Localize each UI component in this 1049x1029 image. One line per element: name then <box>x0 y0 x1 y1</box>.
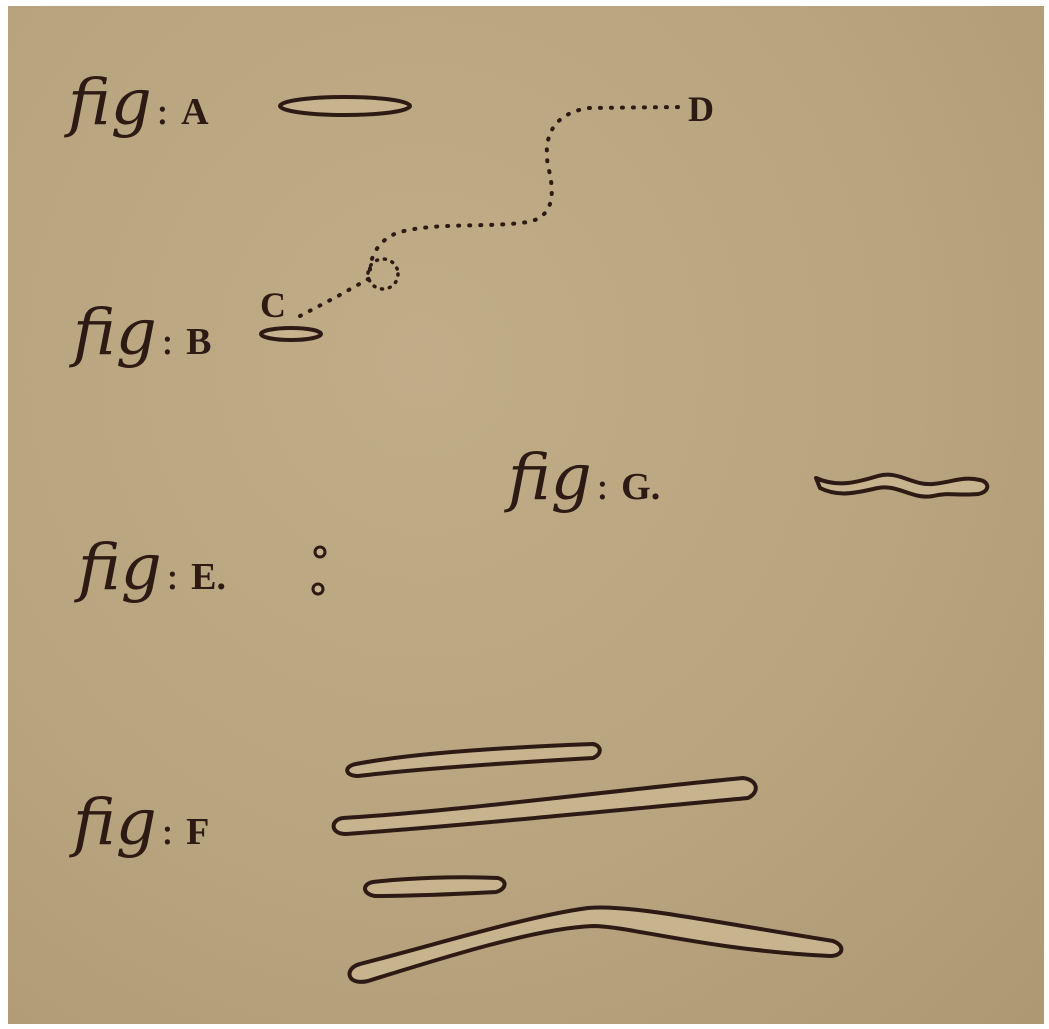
specimen-e-circle-lower <box>313 584 323 594</box>
specimen-f-rod-1 <box>347 744 600 776</box>
motion-path-dotted <box>300 107 683 316</box>
specimen-f-rod-2 <box>334 778 756 834</box>
specimen-g-wavy-rod <box>816 475 987 497</box>
plate-drawings <box>8 6 1044 1024</box>
engraved-plate: fig:A fig:B fig:E. fig:F fig:G. C D <box>8 6 1044 1024</box>
specimen-b-oval <box>261 328 321 340</box>
specimen-a-oval <box>280 97 410 115</box>
dotted-circle <box>368 259 398 289</box>
specimen-e-circle-upper <box>315 547 325 557</box>
specimen-f-rod-4 <box>350 907 842 981</box>
specimen-f-rod-3 <box>365 877 505 896</box>
